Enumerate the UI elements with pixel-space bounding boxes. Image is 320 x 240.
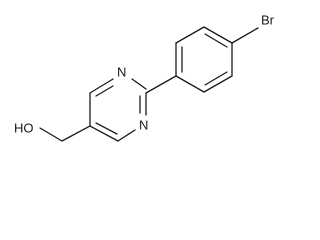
bond-ph-4-double bbox=[204, 33, 228, 48]
pyrimidine-ring bbox=[89, 78, 147, 142]
hydroxyl-label: HO bbox=[14, 121, 34, 136]
bond-c5-ch2 bbox=[61, 125, 91, 142]
bond-c6-n1-double bbox=[95, 85, 114, 97]
bond-ph-1 bbox=[175, 75, 205, 93]
bond-ph-2 bbox=[203, 75, 233, 93]
bond-ch2-oh bbox=[39, 127, 63, 142]
bond-c6-n1 bbox=[89, 78, 114, 94]
bond-ph-5 bbox=[175, 26, 205, 44]
bond-n3-c4 bbox=[117, 129, 136, 142]
bond-ph-2-double bbox=[204, 71, 228, 86]
structure-canvas: Br N N HO bbox=[14, 13, 275, 142]
nitrogen-top-label: N bbox=[117, 65, 126, 80]
bond-ph-4 bbox=[203, 26, 233, 44]
bromine-label: Br bbox=[261, 13, 275, 28]
nitrogen-bottom-label: N bbox=[139, 118, 148, 133]
bond-c-br bbox=[231, 27, 259, 44]
phenyl-ring bbox=[175, 26, 233, 93]
molecule-diagram: Br N N HO bbox=[14, 13, 275, 142]
bond-c4-c5 bbox=[89, 125, 119, 142]
bond-n1-c2 bbox=[131, 78, 147, 90]
bond-c4-c5-double bbox=[95, 122, 118, 135]
bond-pyrimidine-phenyl bbox=[145, 75, 177, 94]
